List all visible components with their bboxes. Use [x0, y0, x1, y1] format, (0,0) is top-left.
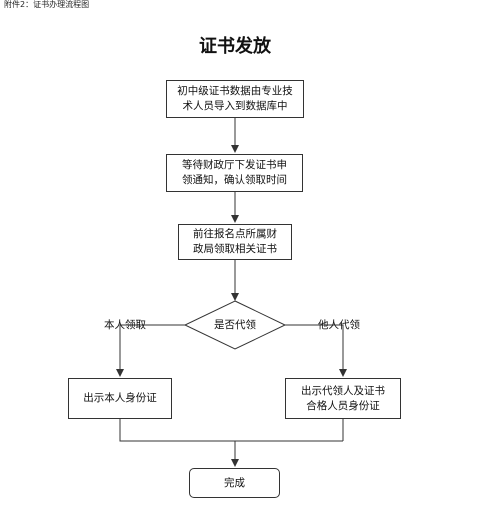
merge-line-self [119, 419, 343, 442]
step2-line1: 等待财政厅下发证书申 [182, 159, 287, 171]
step1-line2: 术人员导入到数据库中 [182, 100, 288, 112]
attachment-caption: 附件2：证书办理流程图 [4, 0, 90, 9]
step3-line1: 前往报名点所属财 [193, 228, 277, 240]
step3-collect-certificate-box: 前往报名点所属财 政局领取相关证书 [178, 224, 292, 260]
done-label: 完成 [224, 476, 245, 489]
self-pickup-id-box: 出示本人身份证 [68, 378, 172, 419]
decision-diamond [183, 300, 287, 350]
step1-import-data-box: 初中级证书数据由专业技 术人员导入到数据库中 [166, 80, 304, 118]
proxy-pickup-line1: 出示代领人及证书 [301, 384, 385, 397]
step2-line2: 领通知，确认领取时间 [182, 174, 287, 186]
self-pickup-label: 出示本人身份证 [83, 392, 157, 404]
arrow-decision-to-proxy [285, 324, 347, 377]
edge-label-self-pickup: 本人领取 [104, 319, 146, 331]
proxy-pickup-id-box: 出示代领人及证书 合格人员身份证 [285, 378, 401, 419]
decision-label: 是否代领 [214, 319, 256, 331]
arrow-decision-to-self [116, 324, 185, 377]
edge-label-proxy-pickup: 他人代领 [318, 319, 360, 331]
done-terminal-box: 完成 [189, 468, 280, 498]
proxy-pickup-line2: 合格人员身份证 [306, 399, 380, 412]
diagram-title: 证书发放 [199, 36, 271, 57]
step1-line1: 初中级证书数据由专业技 [177, 85, 293, 97]
step2-await-notice-box: 等待财政厅下发证书申 领通知，确认领取时间 [166, 154, 303, 192]
step3-line2: 政局领取相关证书 [193, 243, 277, 255]
